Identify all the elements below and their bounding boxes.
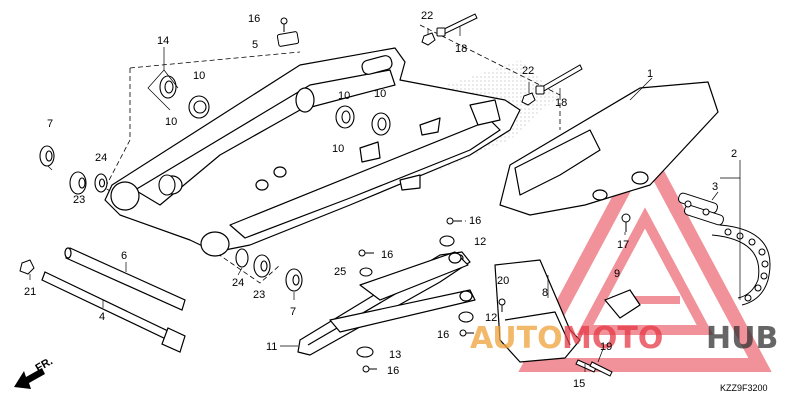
callout-4: 4 (99, 311, 105, 323)
watermark-moto: MOTO (562, 321, 663, 356)
callout-2: 2 (731, 148, 737, 160)
callout-8: 8 (542, 287, 548, 299)
slider-support (329, 251, 476, 333)
callout-16-bottom: 16 (387, 365, 399, 377)
callout-1: 1 (647, 68, 653, 80)
washer-25 (359, 267, 373, 277)
callout-12-r1: 12 (474, 236, 486, 248)
callout-10-c: 10 (338, 90, 350, 102)
chain-joint (677, 192, 725, 226)
callout-16-top: 16 (248, 13, 260, 25)
chain-guide (494, 259, 581, 363)
callout-19: 19 (600, 341, 612, 353)
collar-13 (356, 346, 374, 358)
dust-seal-7a (39, 145, 55, 167)
bearing-24b (235, 248, 249, 268)
grommet-12a (439, 235, 455, 247)
bolt-16b (446, 217, 462, 225)
callout-16-mid: 16 (381, 249, 393, 261)
bolt-18a (436, 13, 478, 37)
seal-10a (159, 75, 177, 99)
bolt-19 (589, 361, 613, 377)
callout-22-mid: 22 (522, 65, 534, 77)
bearing-24a (94, 173, 108, 193)
callout-14: 14 (157, 35, 169, 47)
callout-15: 15 (573, 378, 585, 390)
callout-17: 17 (617, 239, 629, 251)
callout-labels: 16 5 22 18 14 10 10 10 10 10 22 18 1 7 2… (24, 10, 737, 390)
callout-5: 5 (252, 39, 258, 51)
callout-13: 13 (389, 349, 401, 361)
bolt-16c (358, 249, 374, 257)
seal-10d (335, 105, 355, 129)
callout-21: 21 (24, 286, 36, 298)
watermark-auto: AUTO (470, 321, 563, 356)
callout-12-r2: 12 (485, 312, 497, 324)
callout-7-left: 7 (47, 118, 53, 130)
callout-9: 9 (614, 268, 620, 280)
callout-20: 20 (497, 275, 509, 287)
callout-10-b: 10 (165, 116, 177, 128)
bolt-16e (362, 365, 377, 373)
grommet-12b (458, 311, 474, 323)
leader-lines (29, 26, 741, 372)
chain-case (499, 81, 719, 216)
nut-21 (19, 259, 35, 275)
nut-22a (421, 32, 436, 46)
callout-16-r1: 16 (469, 215, 481, 227)
bearing-23a (69, 171, 87, 195)
seals-and-bearings (39, 75, 474, 358)
callout-24-left: 24 (95, 152, 107, 164)
callout-10-e: 10 (332, 143, 344, 155)
callout-6: 6 (121, 250, 127, 262)
pivot-bolt (41, 271, 186, 353)
callout-10-a: 10 (193, 70, 205, 82)
clip-5 (276, 31, 300, 47)
callout-18-top: 18 (455, 43, 467, 55)
callout-3: 3 (712, 181, 718, 193)
watermark-text: AUTO MOTO HUB (470, 321, 778, 356)
callout-16-r2: 16 (437, 329, 449, 341)
fasteners (19, 13, 631, 377)
callout-7-mid: 7 (290, 306, 296, 318)
diagram-code: KZZ9F3200 (720, 383, 768, 393)
callout-22-top: 22 (421, 10, 433, 22)
drive-chain (711, 224, 771, 306)
dust-seal-7b (285, 268, 303, 292)
front-direction-arrow: FR. (14, 355, 55, 389)
seal-10c (158, 174, 176, 196)
callout-25: 25 (334, 266, 346, 278)
bearing-23b (253, 254, 271, 278)
bolt-20 (498, 298, 506, 312)
nut-22b (521, 92, 536, 106)
bolt-16d (459, 329, 474, 337)
seal-10b (188, 95, 210, 119)
watermark-hub: HUB (706, 321, 778, 356)
callout-11: 11 (266, 341, 277, 353)
bolt-18b (535, 64, 583, 95)
bolt-17 (621, 213, 631, 232)
direction-label: FR. (34, 355, 55, 374)
callout-24-mid: 24 (232, 277, 244, 289)
callout-10-d: 10 (374, 88, 386, 100)
bolt-16a (280, 17, 288, 32)
callout-18-mid: 18 (555, 97, 567, 109)
callout-23-mid: 23 (253, 289, 265, 301)
seal-10e (371, 112, 391, 136)
chain-guide-slider (604, 289, 641, 319)
swingarm (104, 47, 521, 257)
callout-23-left: 23 (73, 194, 85, 206)
pivot-collar (64, 247, 186, 311)
